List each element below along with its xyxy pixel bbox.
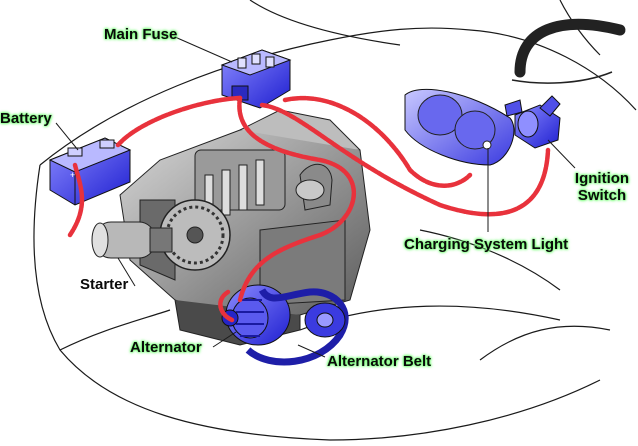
label-battery: Battery <box>0 110 52 127</box>
label-main-fuse: Main Fuse <box>104 26 178 43</box>
label-charging-system-light: Charging System Light <box>404 236 569 253</box>
wiring-harness <box>67 95 551 323</box>
timing-gear <box>159 199 231 271</box>
battery: + <box>48 137 132 206</box>
ignition-switch <box>504 95 561 149</box>
leader-lines <box>55 36 576 358</box>
starter-motor <box>91 221 173 259</box>
label-ignition-line2: Switch <box>577 187 627 204</box>
label-alternator-belt: Alternator Belt <box>327 353 432 370</box>
steering-wheel <box>514 18 626 78</box>
label-alternator: Alternator <box>130 339 202 356</box>
instrument-cluster <box>404 88 515 166</box>
label-ignition-line1: Ignition <box>574 170 630 187</box>
alternator-belt <box>245 287 349 366</box>
label-ignition-switch: Ignition Switch <box>566 170 638 204</box>
main-fuse-box <box>220 49 292 109</box>
crank-pulley <box>304 302 346 338</box>
svg-text:+: + <box>70 170 75 180</box>
label-starter: Starter <box>80 276 129 293</box>
